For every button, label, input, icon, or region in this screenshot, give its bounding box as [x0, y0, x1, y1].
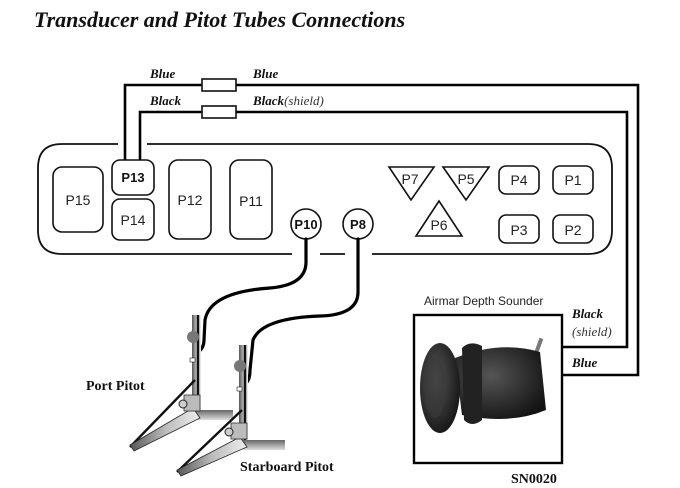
port-p14[interactable]: P14 [111, 198, 155, 241]
port-p10[interactable]: P10 [290, 208, 322, 240]
port-p12-label: P12 [178, 192, 203, 208]
wire-label-blue-right: Blue [252, 66, 279, 81]
port-p13[interactable]: P13 [111, 159, 155, 196]
black-shield-wire [138, 110, 629, 349]
starboard-pitot-illustration [176, 345, 285, 477]
port-p1-label: P1 [564, 172, 581, 188]
port-pitot-label: Port Pitot [86, 379, 145, 394]
port-p7-label: P7 [401, 171, 418, 187]
port-p1[interactable]: P1 [552, 165, 594, 195]
wire-label-black-left: Black [149, 93, 182, 108]
port-p6[interactable]: P6 [414, 199, 464, 237]
wire-label-black-shield: Black(shield) [252, 93, 324, 108]
port-p4-label: P4 [510, 172, 527, 188]
blue-wire [123, 83, 640, 377]
port-p14-label: P14 [121, 212, 146, 228]
port-p15[interactable]: P15 [52, 166, 104, 233]
sounder-wire-label-black: Black [571, 306, 604, 321]
port-p12[interactable]: P12 [168, 159, 212, 240]
port-p2[interactable]: P2 [552, 214, 594, 244]
blue-wire-connector [201, 78, 237, 92]
depth-sounder-title: Airmar Depth Sounder [424, 294, 543, 308]
port-p8[interactable]: P8 [342, 208, 374, 240]
black-wire-connector [201, 105, 237, 119]
part-number: SN0020 [511, 472, 557, 487]
wire-label-shield-right: (shield) [284, 93, 324, 108]
starboard-pitot-label: Starboard Pitot [240, 460, 334, 475]
port-p15-label: P15 [66, 192, 91, 208]
port-p13-label: P13 [121, 170, 144, 185]
port-p3-label: P3 [510, 222, 527, 238]
port-p7[interactable]: P7 [387, 166, 436, 202]
instrument-panel [37, 143, 613, 255]
port-p3[interactable]: P3 [498, 214, 540, 244]
depth-sounder-illustration [420, 337, 546, 433]
port-p8-label: P8 [350, 217, 366, 232]
sounder-wire-label-blue: Blue [571, 355, 598, 370]
page-title: Transducer and Pitot Tubes Connections [34, 7, 405, 32]
port-p11-label: P11 [239, 193, 263, 209]
port-pitot-hose [196, 237, 308, 354]
port-p5-label: P5 [457, 171, 474, 187]
port-p2-label: P2 [564, 222, 581, 238]
port-pitot-illustration [129, 315, 233, 452]
port-p6-label: P6 [430, 217, 447, 233]
port-p10-label: P10 [294, 217, 317, 232]
sounder-wire-label-shield: (shield) [572, 324, 612, 339]
wire-label-blue-left: Blue [149, 66, 176, 81]
port-p5[interactable]: P5 [441, 166, 491, 202]
starboard-pitot-hose [244, 237, 360, 385]
wire-label-black-right: Black [252, 93, 285, 108]
port-p4[interactable]: P4 [498, 165, 540, 195]
port-p11[interactable]: P11 [229, 159, 273, 240]
